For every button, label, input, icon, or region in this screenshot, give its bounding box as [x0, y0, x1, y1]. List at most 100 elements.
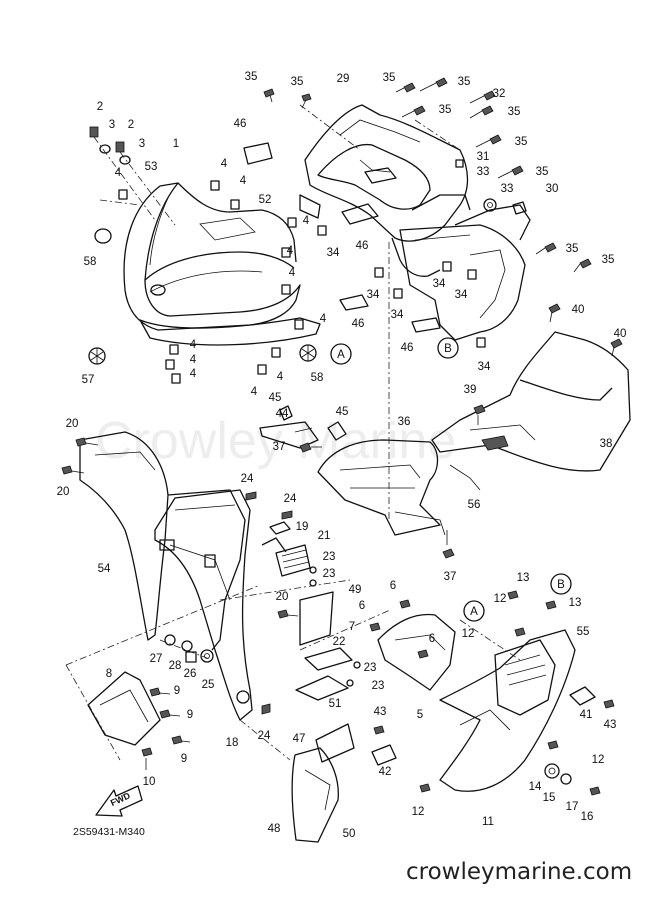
bolt-20	[61, 437, 299, 619]
callout-16: 16	[581, 811, 594, 823]
callout-34: 34	[327, 247, 340, 259]
callout-57: 57	[82, 374, 95, 386]
callout-7: 7	[349, 621, 355, 633]
callout-35: 35	[458, 76, 471, 88]
callout-20: 20	[57, 486, 70, 498]
callout-53: 53	[145, 161, 158, 173]
callout-34: 34	[367, 289, 380, 301]
callout-24: 24	[284, 493, 297, 505]
callout-28: 28	[169, 660, 182, 672]
callout-4: 4	[303, 215, 310, 227]
callout-3: 3	[139, 138, 145, 150]
callout-4: 4	[240, 175, 247, 187]
callout-35: 35	[245, 71, 258, 83]
callout-40: 40	[572, 304, 585, 316]
callout-33: 33	[501, 183, 514, 195]
callout-11: 11	[482, 816, 494, 828]
callout-18: 18	[226, 737, 239, 749]
callout-19: 19	[296, 521, 309, 533]
reference-circle-a-lower: A	[463, 600, 485, 622]
callout-27: 27	[150, 653, 163, 665]
callout-9: 9	[187, 709, 193, 721]
callout-4: 4	[289, 267, 296, 279]
callout-4: 4	[221, 158, 228, 170]
callout-12: 12	[592, 754, 605, 766]
callout-4: 4	[190, 354, 197, 366]
callout-34: 34	[455, 289, 468, 301]
callout-43: 43	[604, 719, 617, 731]
callout-51: 51	[329, 698, 342, 710]
callout-46: 46	[234, 118, 247, 130]
lower-chin-part-48-50	[291, 747, 339, 843]
callout-41: 41	[580, 709, 593, 721]
callout-23: 23	[323, 568, 336, 580]
callout-3: 3	[109, 119, 115, 131]
screw-37-39-56	[299, 404, 486, 559]
side-cover-part-54	[79, 431, 246, 651]
callout-6: 6	[429, 633, 435, 645]
callout-46: 46	[352, 318, 365, 330]
callout-23: 23	[323, 551, 336, 563]
callout-22: 22	[333, 636, 346, 648]
fairing-piece-36	[317, 439, 446, 536]
callout-4: 4	[277, 371, 284, 383]
callout-4: 4	[287, 245, 294, 257]
callout-43: 43	[374, 706, 387, 718]
callout-4: 4	[190, 368, 197, 380]
callout-13: 13	[569, 597, 582, 609]
callout-2: 2	[97, 101, 103, 113]
callout-48: 48	[268, 823, 281, 835]
callout-31: 31	[477, 151, 490, 163]
callout-24: 24	[258, 730, 271, 742]
callout-46: 46	[401, 342, 414, 354]
callout-5: 5	[417, 709, 423, 721]
site-brand-text: crowleymarine.com	[406, 859, 632, 885]
callout-24: 24	[241, 473, 254, 485]
sheet-46	[243, 142, 441, 333]
callout-6: 6	[390, 580, 396, 592]
callout-33: 33	[477, 166, 490, 178]
callout-4: 4	[115, 167, 122, 179]
callout-37: 37	[444, 571, 457, 583]
clip-24	[245, 491, 293, 715]
bolt-2-washer-3	[89, 126, 176, 226]
callout-9: 9	[174, 685, 180, 697]
bracket-44-45	[259, 405, 347, 449]
callout-14: 14	[529, 781, 542, 793]
callout-26: 26	[184, 668, 197, 680]
callout-49: 49	[349, 584, 362, 596]
callout-8: 8	[106, 668, 112, 680]
svg-text:B: B	[444, 343, 452, 355]
callout-34: 34	[433, 278, 446, 290]
clip-nut-4-group	[118, 180, 486, 384]
callout-35: 35	[515, 136, 528, 148]
clip-42-43	[371, 725, 397, 766]
callout-47: 47	[293, 733, 306, 745]
callout-35: 35	[291, 76, 304, 88]
grommet-57-58	[88, 228, 317, 365]
callout-45: 45	[269, 392, 282, 404]
callout-15: 15	[543, 792, 556, 804]
bolt-35-group	[263, 77, 623, 357]
callout-34: 34	[478, 361, 491, 373]
callout-2: 2	[128, 119, 134, 131]
callout-56: 56	[468, 499, 481, 511]
callout-34: 34	[391, 309, 404, 321]
callout-23: 23	[364, 662, 377, 674]
callout-45: 45	[336, 406, 349, 418]
relay-part-19-21	[261, 521, 317, 587]
svg-text:A: A	[470, 606, 478, 618]
callout-1: 1	[173, 138, 179, 150]
callout-30: 30	[546, 183, 559, 195]
callout-35: 35	[383, 72, 396, 84]
callout-50: 50	[343, 828, 356, 840]
callout-35: 35	[508, 106, 521, 118]
callout-35: 35	[602, 254, 615, 266]
callout-13: 13	[517, 572, 530, 584]
callout-42: 42	[379, 766, 392, 778]
callout-58: 58	[84, 256, 97, 268]
callout-4: 4	[320, 313, 327, 325]
cover-part-5	[369, 599, 456, 691]
